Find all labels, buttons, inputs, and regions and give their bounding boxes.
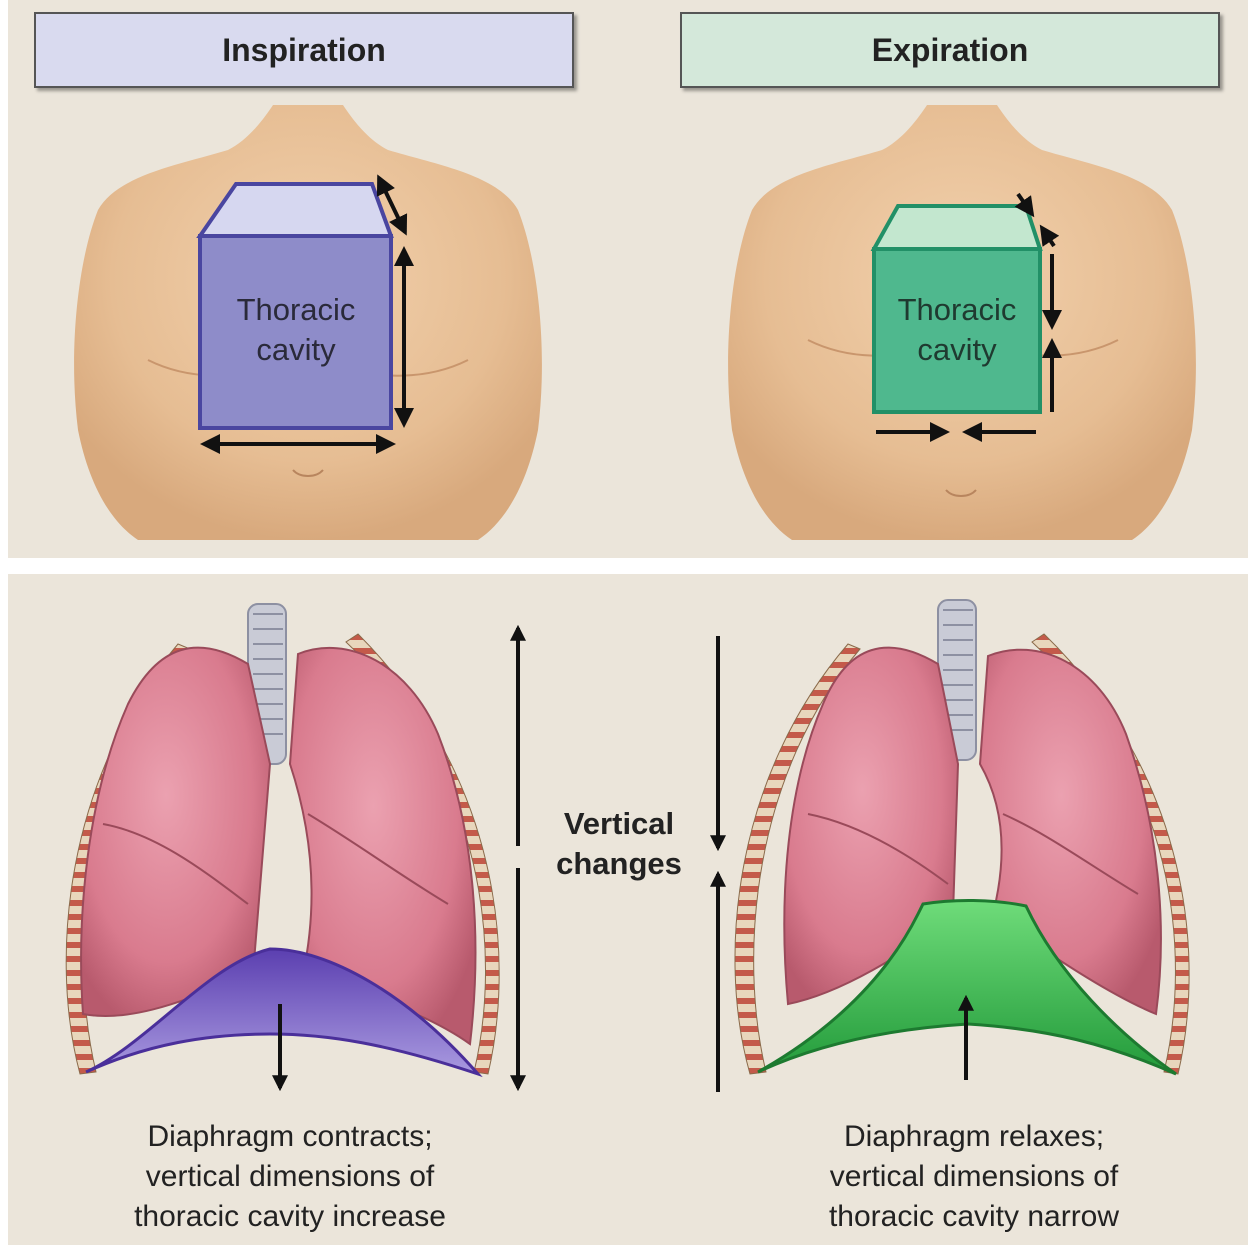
- expiration-caption: Diaphragm relaxes; vertical dimensions o…: [764, 1117, 1184, 1237]
- torso-illustrations: Thoracic cavity Thoracic cavity: [8, 0, 1248, 558]
- inspiration-lungs: [66, 604, 499, 1074]
- expiration-caption-line3: thoracic cavity narrow: [764, 1197, 1184, 1237]
- expiration-box-label-line2: cavity: [917, 332, 997, 367]
- inspiration-box-label-line1: Thoracic: [237, 292, 356, 327]
- top-panel: Inspiration Expiration Thoracic cavity: [8, 0, 1248, 558]
- inspiration-caption: Diaphragm contracts; vertical dimensions…: [80, 1117, 500, 1237]
- expiration-caption-line2: vertical dimensions of: [764, 1157, 1184, 1197]
- expiration-box-label-line1: Thoracic: [898, 292, 1017, 327]
- expiration-lungs: [735, 600, 1189, 1074]
- inspiration-thoracic-box: Thoracic cavity: [200, 184, 391, 428]
- inspiration-caption-line3: thoracic cavity increase: [80, 1197, 500, 1237]
- vertical-changes-line2: changes: [535, 844, 703, 884]
- vertical-changes-line1: Vertical: [535, 804, 703, 844]
- bottom-panel: Vertical changes Diaphragm contracts; ve…: [8, 574, 1248, 1245]
- inspiration-box-label-line2: cavity: [256, 332, 336, 367]
- expiration-thoracic-box: Thoracic cavity: [874, 206, 1040, 412]
- inspiration-caption-line2: vertical dimensions of: [80, 1157, 500, 1197]
- inspiration-caption-line1: Diaphragm contracts;: [80, 1117, 500, 1157]
- vertical-changes-label: Vertical changes: [535, 804, 703, 884]
- expiration-caption-line1: Diaphragm relaxes;: [764, 1117, 1184, 1157]
